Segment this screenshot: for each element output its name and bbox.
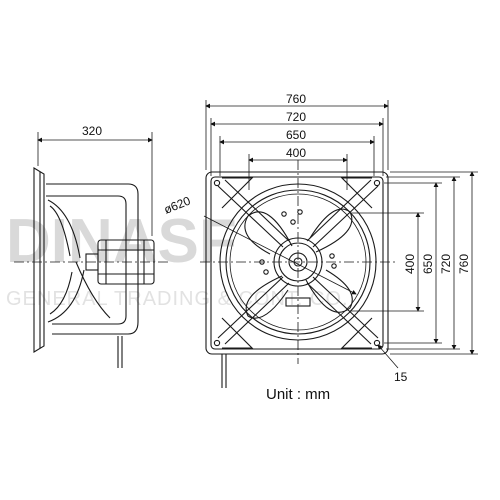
horizontal-dimensions (205, 100, 389, 190)
dim-height-hole: 400 (403, 254, 417, 274)
dim-width-outer: 760 (286, 92, 306, 106)
watermark-company: GENERAL TRADING & CONT. CO. (6, 288, 349, 310)
dim-height-inner: 650 (421, 254, 435, 274)
dim-height-outer: 760 (457, 254, 471, 274)
side-view (14, 132, 170, 368)
dim-mount-hole: 15 (394, 370, 408, 384)
dim-width-inner: 650 (286, 128, 306, 142)
dim-depth-label: 320 (82, 124, 102, 138)
watermark-brand: DINASF (6, 207, 237, 276)
dim-width-hole: 400 (286, 146, 306, 160)
dim-width-mid: 720 (286, 110, 306, 124)
mount-hole-leader (377, 344, 399, 369)
unit-label: Unit : mm (266, 386, 330, 403)
dim-height-mid: 720 (439, 254, 453, 274)
vertical-dimensions (350, 171, 478, 355)
front-view (200, 160, 398, 388)
